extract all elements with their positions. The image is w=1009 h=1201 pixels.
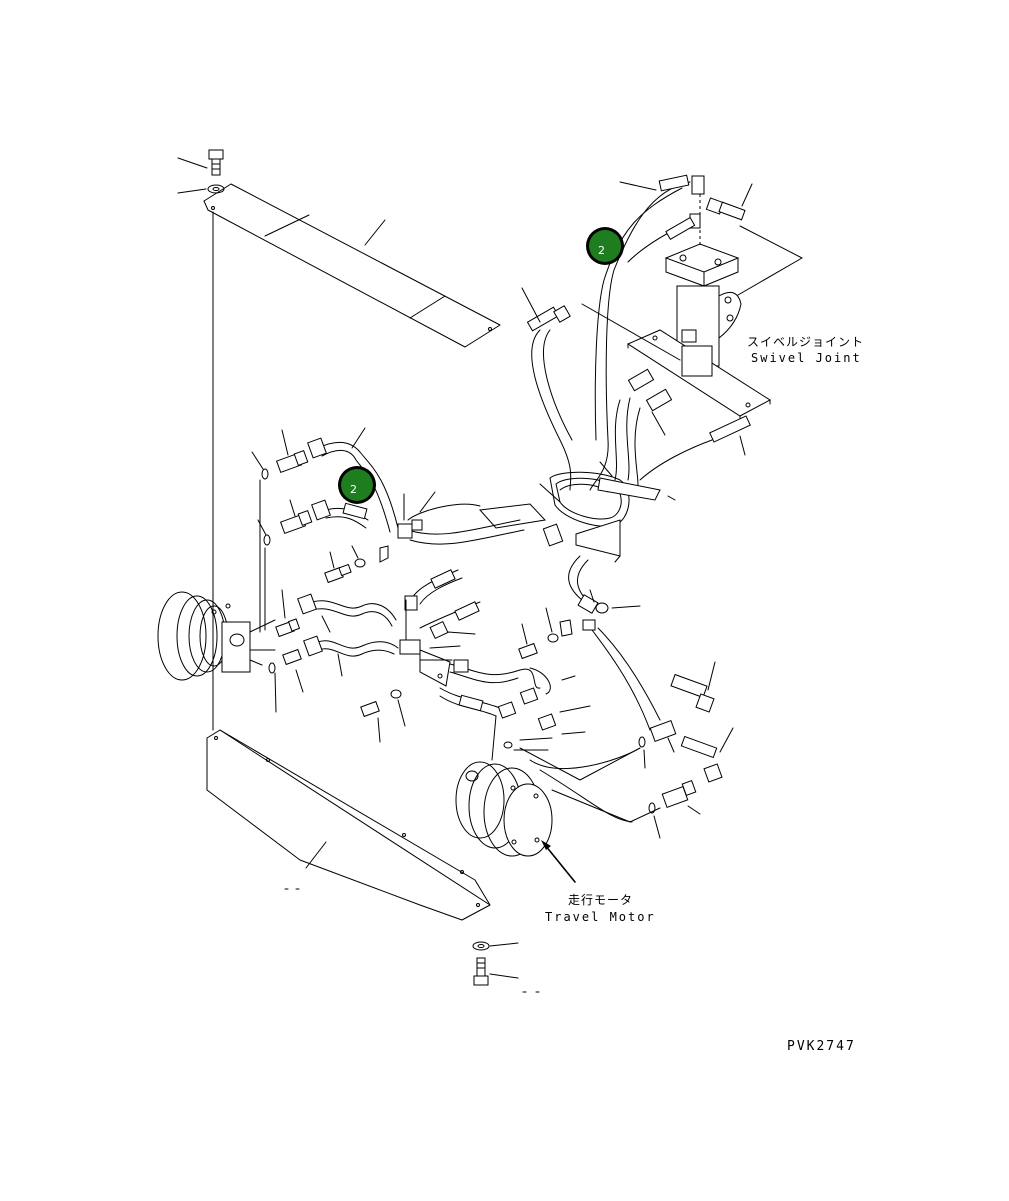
callout-marker-left: 2 bbox=[338, 466, 376, 504]
lower-cover-plate bbox=[206, 729, 491, 921]
callout-circle bbox=[589, 230, 621, 262]
drawing-number: PVK2747 bbox=[787, 1039, 856, 1054]
left-travel-motor bbox=[157, 591, 276, 681]
swivel-joint-label-en: Swivel Joint bbox=[751, 351, 862, 365]
hose-clamp-assembly bbox=[478, 461, 676, 563]
upper-cover-plate bbox=[203, 183, 501, 348]
svg-text:2: 2 bbox=[598, 244, 605, 257]
left-fittings bbox=[251, 427, 399, 713]
bottom-bolt bbox=[472, 941, 540, 993]
right-travel-motor bbox=[455, 761, 576, 883]
travel-motor-label-jp: 走行モータ bbox=[568, 893, 633, 907]
travel-motor-label-en: Travel Motor bbox=[545, 910, 656, 924]
callout-circle bbox=[341, 469, 373, 501]
upper-hoses bbox=[521, 174, 751, 491]
top-bolt bbox=[177, 149, 225, 194]
callout-marker-upper: 2 bbox=[586, 227, 624, 265]
center-manifold bbox=[360, 491, 591, 743]
swivel-joint bbox=[581, 175, 803, 421]
svg-text:2: 2 bbox=[350, 483, 357, 496]
swivel-joint-label-jp: スイベルジョイント bbox=[747, 335, 864, 349]
right-fittings bbox=[491, 555, 734, 839]
